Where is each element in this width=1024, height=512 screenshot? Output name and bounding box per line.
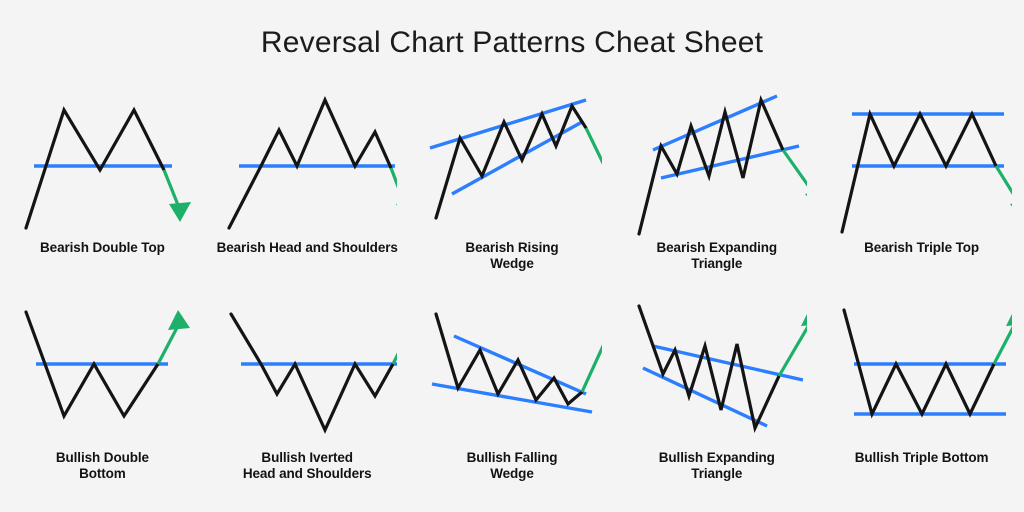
- breakout-arrow-head: [396, 203, 398, 206]
- breakout-arrow-shaft: [994, 165, 1012, 195]
- price-path: [229, 312, 395, 434]
- pattern-figure-bullish-triple-bottom: [841, 308, 1012, 419]
- pattern-figure-bearish-double-top: [24, 106, 192, 230]
- pattern-figure-bullish-iverted-head-and-shoulders: [229, 312, 398, 434]
- price-path: [839, 109, 998, 234]
- breakout-arrow-head: [804, 193, 807, 197]
- breakout-arrow-head: [800, 314, 807, 326]
- pattern-cell-bearish-head-and-shoulders[interactable]: Bearish Head and Shoulders: [205, 88, 410, 298]
- price-path: [227, 96, 393, 230]
- pattern-cell-bearish-expanding-triangle[interactable]: Bearish Expanding Triangle: [614, 88, 819, 298]
- breakout-arrow-shaft: [391, 352, 398, 365]
- pattern-figure-bullish-falling-wedge: [431, 312, 602, 414]
- price-path: [24, 106, 166, 230]
- pattern-figure-bearish-rising-wedge: [429, 98, 602, 220]
- breakout-arrow-shaft: [781, 149, 807, 187]
- pattern-label-bullish-expanding-triangle: Bullish Expanding Triangle: [658, 450, 775, 482]
- trend-line-1: [429, 98, 587, 150]
- trend-line-1: [652, 94, 778, 152]
- pattern-cell-bearish-rising-wedge[interactable]: Bearish Rising Wedge: [410, 88, 615, 298]
- price-path: [637, 304, 781, 434]
- pattern-cell-bullish-falling-wedge[interactable]: Bullish Falling Wedge: [410, 298, 615, 508]
- pattern-figure-bearish-head-and-shoulders: [227, 96, 398, 230]
- pattern-label-bearish-head-and-shoulders: Bearish Head and Shoulders: [216, 240, 398, 255]
- pattern-label-bearish-triple-top: Bearish Triple Top: [864, 240, 980, 255]
- pattern-figure-bullish-expanding-triangle: [637, 304, 807, 434]
- pattern-figure-bullish-double-bottom: [24, 310, 191, 420]
- pattern-figure-bearish-triple-top: [839, 109, 1012, 234]
- breakout-arrow-shaft: [992, 326, 1012, 365]
- trend-line-2: [431, 382, 593, 414]
- page-title: Reversal Chart Patterns Cheat Sheet: [260, 26, 764, 59]
- pattern-cell-bullish-iverted-head-and-shoulders[interactable]: Bullish Iverted Head and Shoulders: [205, 298, 410, 508]
- breakout-arrow-shaft: [580, 344, 602, 393]
- breakout-arrow-shaft: [389, 167, 398, 189]
- pattern-cell-bullish-expanding-triangle[interactable]: Bullish Expanding Triangle: [614, 298, 819, 508]
- pattern-label-bearish-double-top: Bearish Double Top: [40, 240, 165, 255]
- price-path: [24, 310, 160, 420]
- pattern-label-bearish-expanding-triangle: Bearish Expanding Triangle: [656, 240, 778, 272]
- breakout-arrow-head: [1009, 203, 1012, 207]
- breakout-arrow-shaft: [777, 325, 807, 377]
- trend-line-1: [652, 344, 804, 382]
- breakout-arrow-head: [169, 202, 192, 222]
- breakout-arrow-head: [1005, 314, 1012, 326]
- pattern-label-bearish-rising-wedge: Bearish Rising Wedge: [465, 240, 559, 272]
- pattern-cell-bearish-triple-top[interactable]: Bearish Triple Top: [819, 88, 1024, 298]
- pattern-label-bullish-falling-wedge: Bullish Falling Wedge: [466, 450, 558, 482]
- trend-line-2: [660, 144, 800, 180]
- trend-line-2: [642, 366, 768, 428]
- breakout-arrow-shaft: [584, 127, 602, 165]
- pattern-figure-bearish-expanding-triangle: [637, 94, 807, 236]
- pattern-grid: Bearish Double Top Bearish Head and Shoul…: [0, 88, 1024, 508]
- price-path: [434, 312, 584, 407]
- pattern-label-bullish-iverted-head-and-shoulders: Bullish Iverted Head and Shoulders: [242, 450, 372, 482]
- pattern-cell-bullish-double-bottom[interactable]: Bullish Double Bottom: [0, 298, 205, 508]
- pattern-cell-bullish-triple-bottom[interactable]: Bullish Triple Bottom: [819, 298, 1024, 508]
- price-path: [637, 94, 785, 236]
- pattern-label-bullish-triple-bottom: Bullish Triple Bottom: [854, 450, 989, 465]
- price-path: [841, 308, 996, 419]
- breakout-arrow-head: [168, 310, 191, 330]
- pattern-cell-bearish-double-top[interactable]: Bearish Double Top: [0, 88, 205, 298]
- price-path: [434, 102, 588, 220]
- pattern-label-bullish-double-bottom: Bullish Double Bottom: [55, 450, 149, 482]
